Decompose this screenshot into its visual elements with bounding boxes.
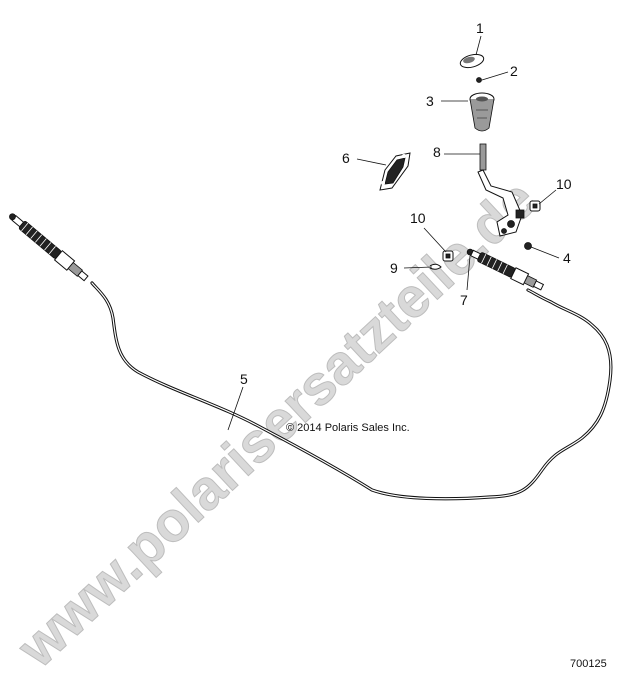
- callout-7: 7: [460, 292, 468, 308]
- shift-knob-cap: [459, 53, 485, 69]
- leader-lines: [227, 35, 560, 431]
- shift-knob: [469, 92, 495, 132]
- callout-5: 5: [240, 371, 248, 387]
- watermark: www.polarisersatzteile.de: [4, 167, 548, 678]
- lever-washer: [524, 242, 532, 250]
- lever-nut: [529, 200, 541, 212]
- watermark-text: www.polarisersatzteile.de: [4, 167, 547, 678]
- callout-8: 8: [433, 144, 441, 160]
- shift-lever: [477, 143, 525, 237]
- callout-10-middle: 10: [410, 210, 426, 226]
- cable-end-left: [9, 213, 89, 282]
- callout-4: 4: [563, 250, 571, 266]
- callout-1: 1: [476, 20, 484, 36]
- callout-3: 3: [426, 93, 434, 109]
- cable-end-right: [466, 248, 545, 291]
- callout-6: 6: [342, 150, 350, 166]
- callouts: 1 2 3 4 5 6 7 8 9 10 10: [240, 20, 572, 387]
- shift-gate-plate: [379, 152, 411, 191]
- cable-clip: [429, 263, 442, 270]
- shift-cable: [90, 281, 613, 501]
- cable-nut: [442, 250, 454, 262]
- copyright-notice: © 2014 Polaris Sales Inc.: [286, 422, 410, 434]
- callout-2: 2: [510, 63, 518, 79]
- knob-screw: [476, 77, 482, 83]
- callout-9: 9: [390, 260, 398, 276]
- callout-10-upper: 10: [556, 176, 572, 192]
- figure-number: 700125: [570, 658, 607, 670]
